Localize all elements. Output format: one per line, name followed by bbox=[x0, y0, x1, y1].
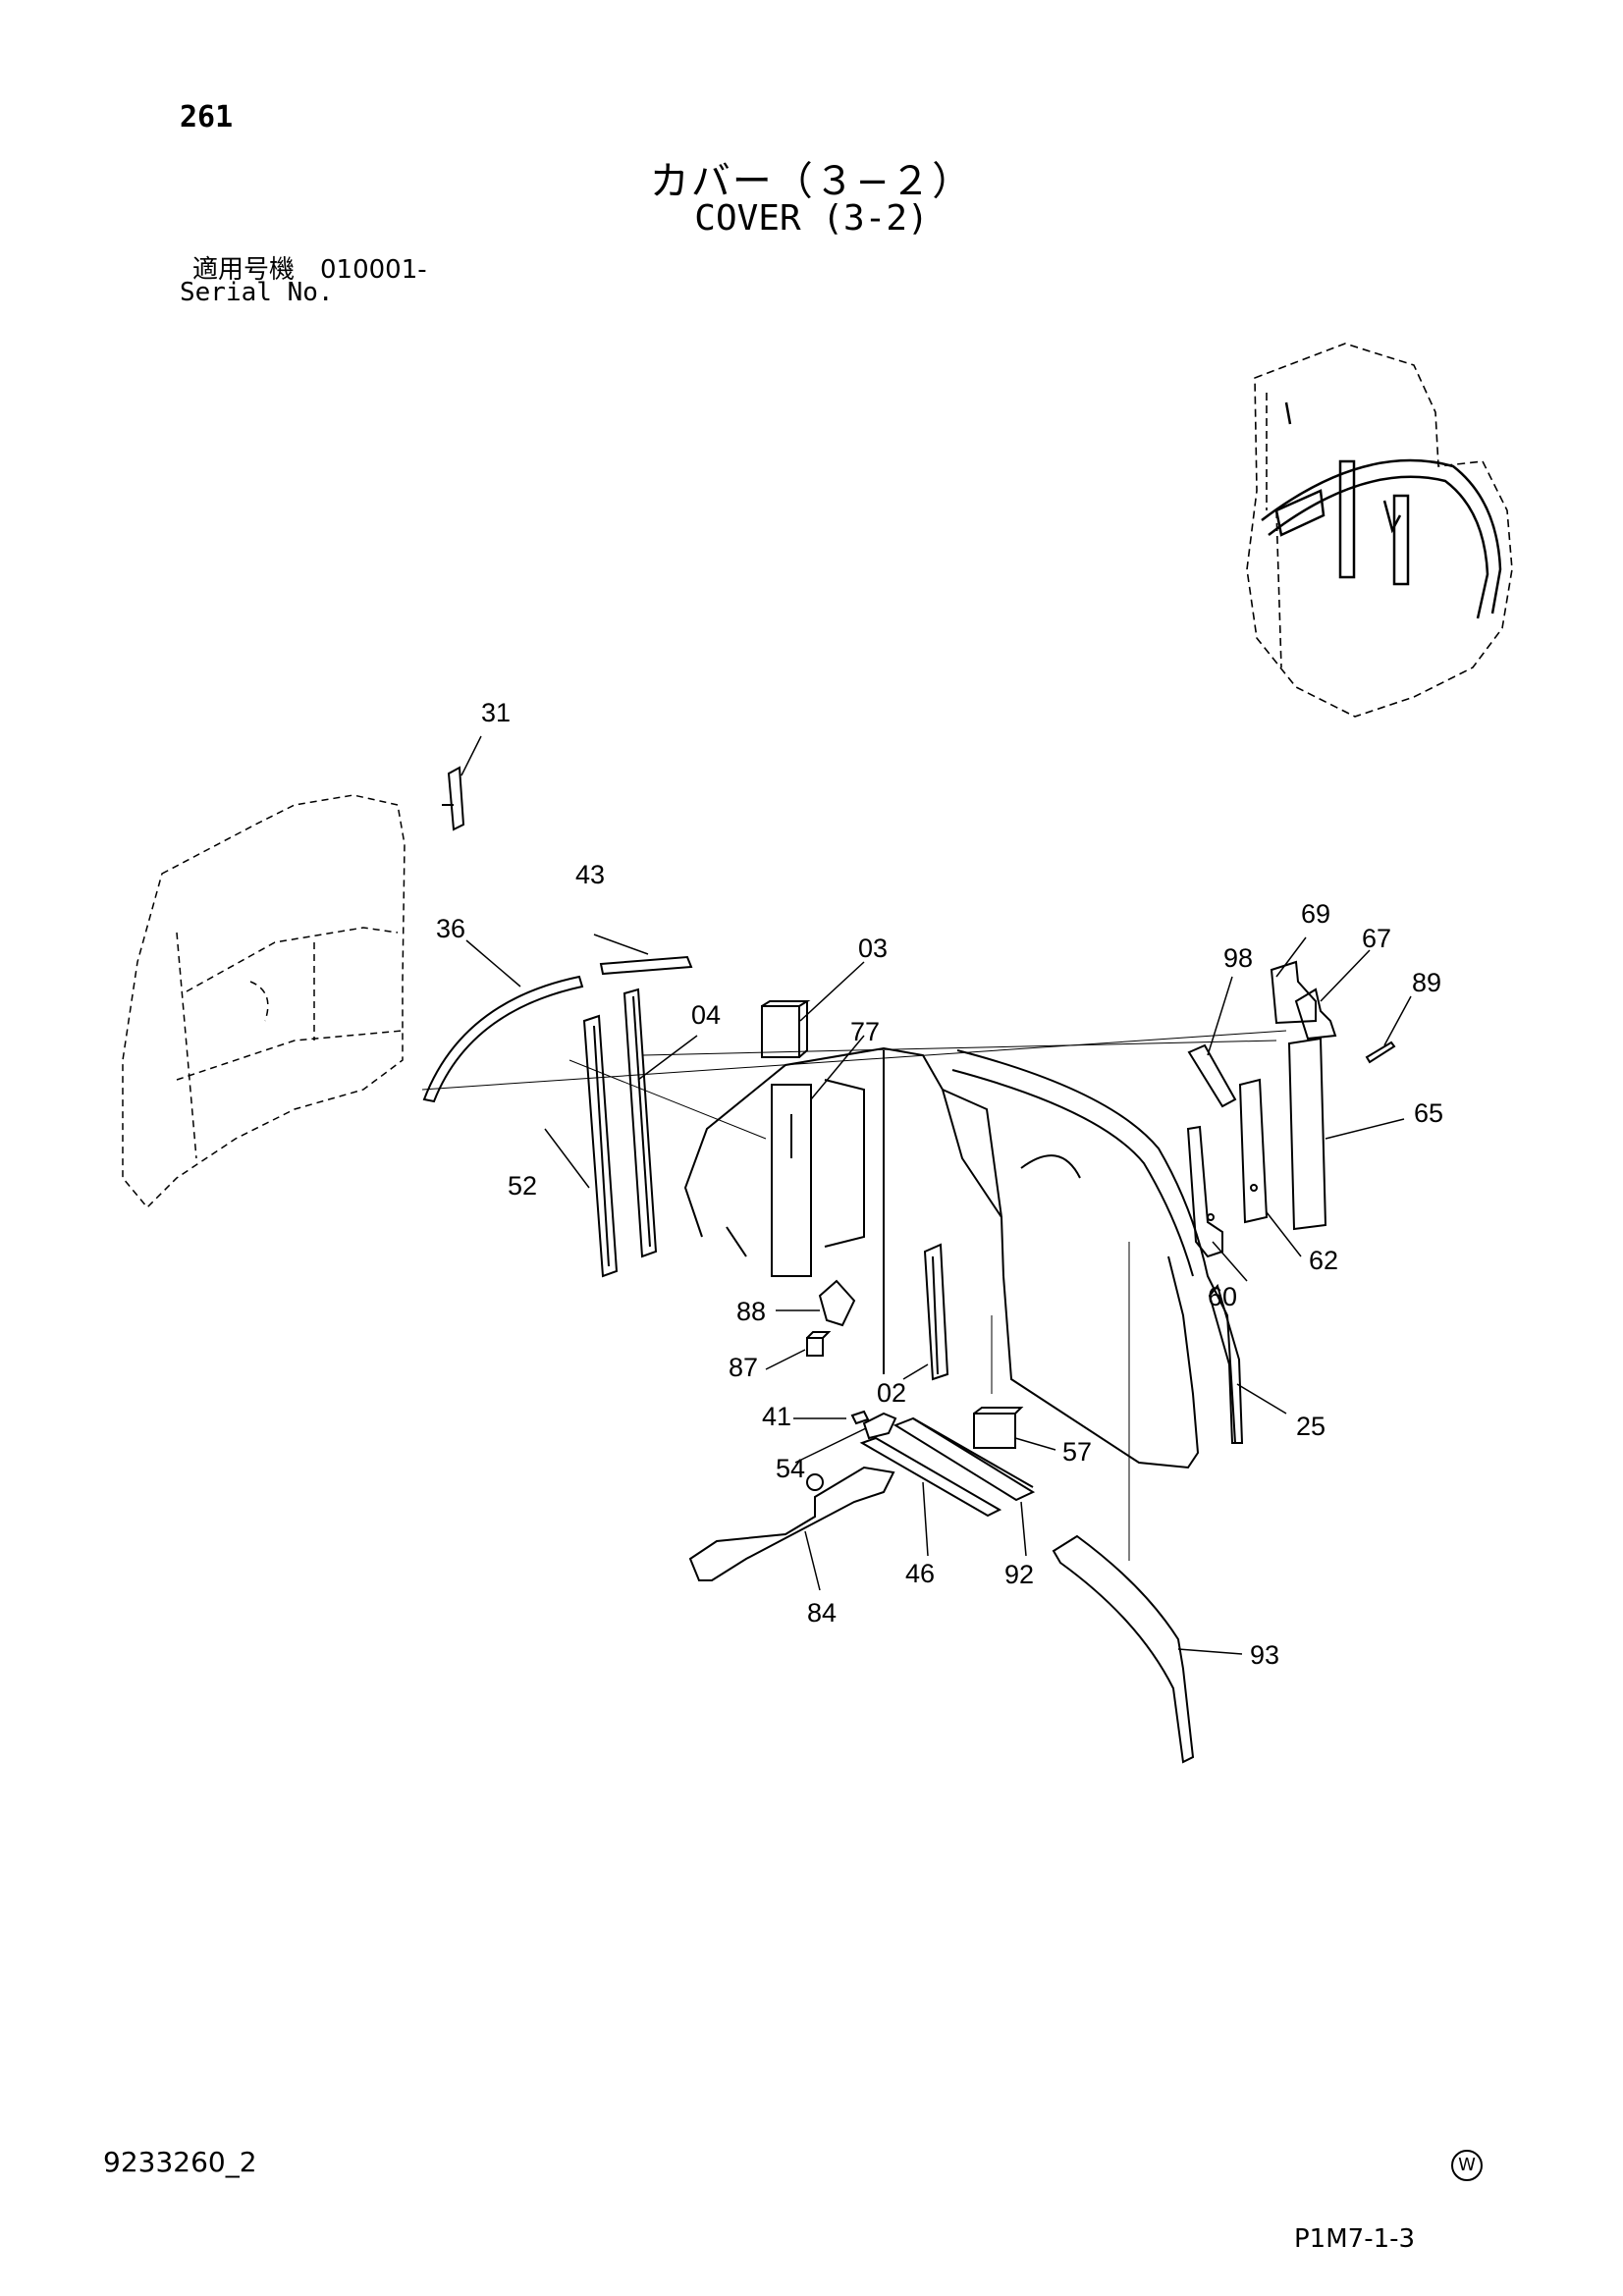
part-02-bar bbox=[923, 1243, 949, 1381]
callout-02: 02 bbox=[877, 1378, 906, 1408]
part-41-small bbox=[850, 1410, 870, 1425]
callout-67: 67 bbox=[1362, 924, 1391, 953]
callout-25: 25 bbox=[1296, 1412, 1325, 1441]
watermark-mark: W bbox=[1451, 2150, 1483, 2181]
callout-41: 41 bbox=[762, 1402, 791, 1431]
part-03-block bbox=[761, 1000, 811, 1058]
callout-03: 03 bbox=[858, 934, 888, 963]
part-87-block bbox=[806, 1331, 832, 1357]
callout-57: 57 bbox=[1062, 1437, 1092, 1467]
leader-lines bbox=[460, 735, 1412, 1655]
callout-89: 89 bbox=[1412, 968, 1441, 997]
callout-77: 77 bbox=[850, 1017, 880, 1046]
part-60-bracket bbox=[1186, 1125, 1223, 1258]
page-number: 261 bbox=[180, 100, 234, 134]
part-04-bar bbox=[622, 988, 658, 1258]
part-65-plate bbox=[1287, 1037, 1327, 1231]
part-52-bar bbox=[582, 1014, 619, 1278]
callout-98: 98 bbox=[1223, 943, 1253, 973]
part-62-plate bbox=[1238, 1078, 1269, 1224]
part-69-bracket bbox=[1270, 960, 1317, 1025]
callout-52: 52 bbox=[508, 1171, 537, 1201]
callout-43: 43 bbox=[575, 860, 605, 889]
callout-31: 31 bbox=[481, 698, 511, 727]
part-98-strip bbox=[1187, 1043, 1237, 1108]
serial-label-english: Serial No. bbox=[180, 278, 334, 307]
part-43-strip bbox=[599, 955, 693, 976]
serial-label-japanese: 適用号機 010001- bbox=[192, 255, 427, 285]
part-88-bracket bbox=[818, 1279, 856, 1327]
part-54-bracket bbox=[862, 1412, 897, 1440]
callout-04: 04 bbox=[691, 1000, 721, 1030]
part-31-clip bbox=[442, 766, 465, 831]
callout-60: 60 bbox=[1208, 1282, 1237, 1311]
title-english: COVER (3-2) bbox=[694, 198, 929, 239]
callout-88: 88 bbox=[736, 1297, 766, 1326]
callout-65: 65 bbox=[1414, 1098, 1443, 1128]
document-code: 9233260_2 bbox=[103, 2146, 257, 2178]
part-57-block bbox=[973, 1407, 1024, 1449]
callout-62: 62 bbox=[1309, 1246, 1338, 1275]
callout-54: 54 bbox=[776, 1454, 805, 1483]
callout-93: 93 bbox=[1250, 1640, 1279, 1670]
callout-84: 84 bbox=[807, 1598, 837, 1628]
page-code: P1M7-1-3 bbox=[1294, 2224, 1416, 2254]
part-25-edge bbox=[1208, 1283, 1244, 1444]
part-36-arc bbox=[422, 975, 584, 1103]
callout-87: 87 bbox=[729, 1353, 758, 1382]
part-89-pin bbox=[1365, 1041, 1396, 1064]
callout-69: 69 bbox=[1301, 899, 1330, 929]
part-67-bracket bbox=[1294, 988, 1337, 1041]
callout-46: 46 bbox=[905, 1559, 935, 1588]
machine-overview-inset bbox=[1246, 343, 1513, 718]
main-cover-frame bbox=[683, 1046, 1236, 1469]
part-84-arm bbox=[688, 1466, 895, 1581]
part-46-strip bbox=[859, 1436, 1002, 1518]
assembly-guide-lines bbox=[421, 1030, 1287, 1561]
part-92-strip bbox=[893, 1416, 1036, 1502]
part-93-plate bbox=[1052, 1534, 1195, 1764]
machine-overview-highlight bbox=[1261, 401, 1502, 619]
callout-36: 36 bbox=[436, 914, 465, 943]
title-japanese: カバー（３−２） bbox=[649, 159, 974, 204]
left-shell-outline bbox=[122, 794, 406, 1209]
part-77-panel bbox=[771, 1084, 812, 1277]
callout-92: 92 bbox=[1004, 1560, 1034, 1589]
